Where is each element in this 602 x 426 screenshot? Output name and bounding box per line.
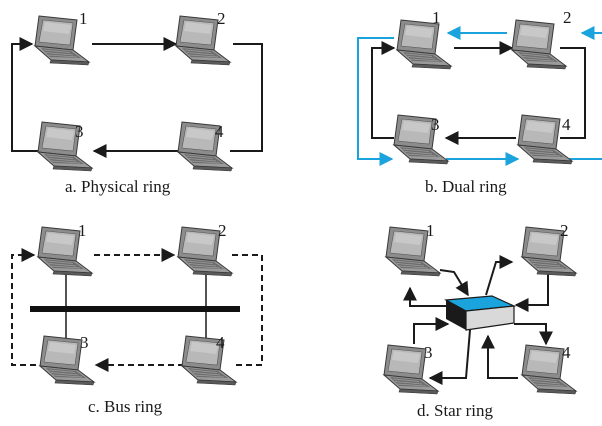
spoke-3-in — [413, 317, 450, 344]
spoke-2-in — [514, 274, 549, 312]
spoke-1-in — [439, 269, 469, 297]
outer-link-1-to-3 — [357, 37, 394, 166]
node-label-3: 3 — [80, 333, 89, 352]
spoke-4-in — [481, 334, 518, 379]
node-label-2: 2 — [218, 221, 227, 240]
panel-a-physical-ring: 1 2 3 4 a. Physical ring — [11, 9, 263, 196]
panel-c-bus-ring: 1 2 3 4 c. Bus ring — [11, 221, 263, 416]
node-label-3: 3 — [424, 343, 433, 362]
laptop-icon — [37, 121, 93, 172]
logical-link-3-to-1 — [11, 248, 36, 366]
inner-link-2-to-4 — [560, 47, 586, 139]
node-label-1: 1 — [78, 221, 87, 240]
node-label-4: 4 — [562, 115, 571, 134]
laptop-icon — [177, 121, 233, 172]
hub-icon — [443, 295, 517, 331]
laptop-icon — [181, 335, 237, 386]
node-label-1: 1 — [426, 221, 435, 240]
laptop-icon — [393, 114, 449, 165]
node-label-1: 1 — [432, 8, 441, 27]
laptop-icon — [511, 19, 567, 70]
inner-link-3-to-1 — [371, 41, 396, 139]
spoke-1-out — [403, 286, 450, 307]
spoke-4-out — [514, 323, 553, 346]
caption-c: c. Bus ring — [88, 397, 163, 416]
node-label-4: 4 — [215, 122, 224, 141]
caption-a: a. Physical ring — [65, 177, 171, 196]
logical-link-2-to-4 — [232, 254, 263, 366]
caption-d: d. Star ring — [417, 401, 494, 420]
panel-d-star-ring: 1 2 3 4 d. Star ring — [383, 221, 577, 420]
node-label-2: 2 — [560, 221, 569, 240]
node-label-1: 1 — [79, 9, 88, 28]
panel-b-dual-ring: 1 2 3 4 b. Dual ring — [357, 8, 602, 196]
node-label-4: 4 — [216, 333, 225, 352]
link-2-to-4 — [230, 43, 263, 152]
node-label-2: 2 — [563, 8, 572, 27]
spoke-2-out — [485, 255, 514, 296]
node-label-3: 3 — [431, 115, 440, 134]
caption-b: b. Dual ring — [425, 177, 507, 196]
link-3-to-1 — [11, 37, 38, 152]
node-label-4: 4 — [562, 343, 571, 362]
spoke-3-out — [428, 329, 471, 385]
laptop-icon — [396, 19, 452, 70]
node-label-3: 3 — [75, 122, 84, 141]
node-label-2: 2 — [217, 9, 226, 28]
